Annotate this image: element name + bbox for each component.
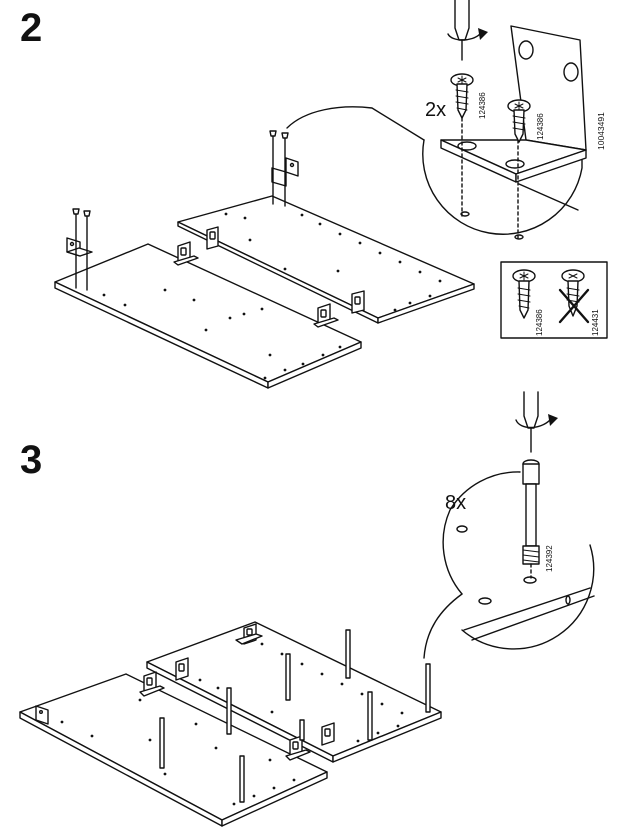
l-bracket-detail	[440, 25, 587, 240]
cam-dowel-icon	[522, 459, 540, 584]
cross-out-icon	[558, 288, 590, 324]
detail-circle	[442, 471, 521, 595]
magnifier-callout-icon	[286, 106, 425, 141]
bracket-icon	[173, 241, 199, 266]
bracket-icon	[206, 226, 219, 250]
part-number: 124431	[591, 309, 600, 336]
panel-detail	[456, 525, 595, 641]
panel-front	[19, 671, 328, 827]
magnifier-callout-icon	[423, 593, 463, 659]
rotation-arrow-icon	[447, 28, 488, 41]
bracket-icon	[321, 722, 335, 746]
panel-front	[54, 237, 362, 389]
step-3-illustration	[19, 391, 595, 827]
screwdriver-icon	[523, 391, 539, 453]
rotation-arrow-icon	[515, 414, 558, 429]
step-2-illustration	[54, 0, 608, 389]
cam-dowel-icon	[159, 629, 431, 803]
part-number: 124386	[535, 309, 544, 336]
part-number: 124386	[536, 113, 545, 140]
bracket-icon	[235, 623, 263, 645]
screw-icon	[281, 132, 289, 207]
step-number: 2	[20, 6, 43, 50]
part-number: 124392	[545, 545, 554, 572]
quantity-label: 2x	[425, 99, 447, 121]
bracket-icon	[271, 157, 299, 187]
bracket-icon	[66, 237, 93, 257]
screw-icon	[269, 130, 277, 205]
bracket-icon	[35, 705, 49, 725]
screw-icon	[450, 73, 474, 119]
detail-circle	[461, 544, 595, 650]
screw-icon	[507, 99, 531, 143]
screw-icon	[83, 210, 91, 291]
part-number: 124386	[478, 92, 487, 119]
quantity-label: 8x	[445, 492, 467, 514]
bracket-icon	[351, 290, 365, 314]
bracket-icon	[139, 671, 165, 697]
bracket-icon	[285, 735, 311, 761]
document-id: 10043491	[596, 112, 606, 150]
screw-comparison-box	[500, 261, 608, 339]
screw-icon	[512, 269, 536, 319]
step-number: 3	[20, 438, 43, 482]
screw-icon	[72, 208, 80, 289]
screwdriver-icon	[454, 0, 470, 61]
bracket-icon	[313, 303, 339, 328]
detail-circle	[422, 139, 583, 235]
panel-back	[177, 195, 475, 324]
bracket-icon	[175, 657, 189, 681]
